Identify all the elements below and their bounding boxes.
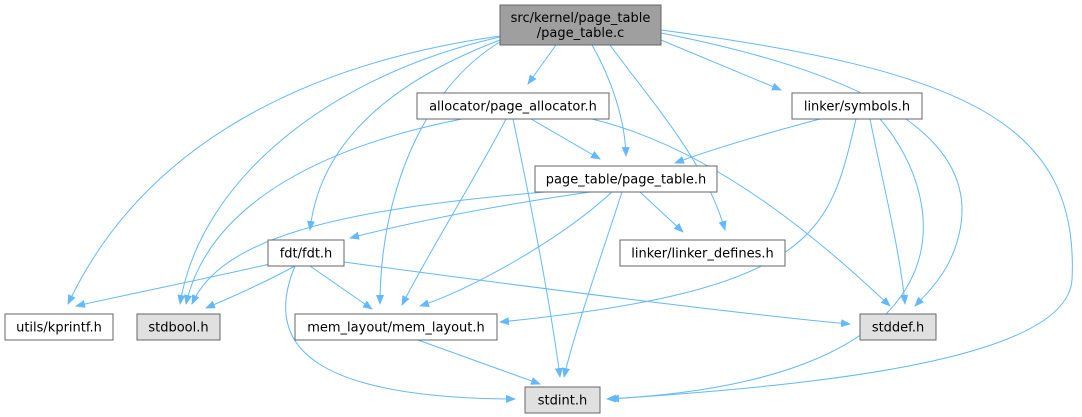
node-label: mem_layout/mem_layout.h (307, 321, 485, 336)
edge-page-allocator-to-stddef (591, 118, 891, 307)
edge-page-table-h-to-stdint (562, 191, 623, 378)
edge-root-to-page-allocator (527, 44, 557, 85)
node-label: fdt/fdt.h (280, 247, 333, 262)
node-root[interactable]: src/kernel/page_table/page_table.c (499, 4, 662, 46)
edge-page-table-h-to-linker-defines (639, 191, 684, 233)
node-label: linker/linker_defines.h (631, 247, 773, 262)
node-box (294, 313, 498, 341)
node-label: allocator/page_allocator.h (429, 100, 597, 115)
edge-root-to-fdt (307, 39, 501, 231)
edge-fdt-to-stddef (343, 261, 851, 328)
edge-fdt-to-kprintf (75, 263, 271, 308)
edge-page-allocator-to-page-table-h (530, 118, 601, 160)
edge-root-to-page-table-h (591, 44, 630, 157)
edge-page-table-h-to-stdbool (191, 191, 546, 305)
node-box (136, 313, 221, 341)
node-label: utils/kprintf.h (16, 321, 102, 336)
edge-root-to-symbols (660, 39, 782, 91)
node-symbols[interactable]: linker/symbols.h (791, 92, 923, 120)
edge-root-to-stdbool (177, 36, 501, 305)
edge-root-to-kprintf (67, 35, 501, 305)
edge-root-to-stddef (660, 32, 963, 307)
node-mem-layout[interactable]: mem_layout/mem_layout.h (294, 313, 498, 341)
edge-page-table-h-to-fdt (349, 191, 591, 240)
node-kprintf[interactable]: utils/kprintf.h (4, 313, 114, 341)
edge-symbols-to-stdint (606, 118, 924, 403)
node-box (524, 386, 601, 414)
edge-symbols-to-stddef (869, 118, 909, 305)
node-stdint: stdint.h (524, 386, 601, 414)
node-stddef: stddef.h (859, 313, 937, 341)
node-label: stdint.h (538, 394, 587, 409)
node-label: src/kernel/page_table (511, 11, 651, 26)
node-box (791, 92, 923, 120)
node-page-allocator[interactable]: allocator/page_allocator.h (416, 92, 610, 120)
node-label: stdbool.h (148, 321, 208, 336)
edges (67, 29, 1073, 403)
edge-mem-layout-to-stdint (417, 339, 541, 385)
edge-fdt-to-stdint (285, 265, 516, 403)
edge-page-allocator-to-stdint (512, 118, 563, 378)
edge-root-to-mem-layout (376, 41, 501, 305)
edge-page-allocator-to-mem-layout (401, 118, 507, 306)
node-label: page_table/page_table.h (546, 173, 707, 188)
edge-root-to-stdint (609, 29, 1073, 403)
node-box (859, 313, 937, 341)
node-box (416, 92, 610, 120)
nodes: src/kernel/page_table/page_table.calloca… (4, 4, 937, 414)
edge-fdt-to-stdbool (205, 265, 296, 309)
node-box (619, 239, 786, 267)
node-label: linker/symbols.h (804, 100, 910, 115)
node-box (499, 4, 662, 46)
node-linker-defines[interactable]: linker/linker_defines.h (619, 239, 786, 267)
node-fdt[interactable]: fdt/fdt.h (267, 239, 345, 267)
edge-symbols-to-page-table-h (674, 118, 821, 164)
edge-page-table-h-to-mem-layout (419, 191, 613, 308)
node-box (534, 165, 718, 193)
node-label: stddef.h (872, 321, 924, 336)
edge-fdt-to-mem-layout (309, 265, 373, 310)
node-page-table-h[interactable]: page_table/page_table.h (534, 165, 718, 193)
edge-root-to-linker-defines (609, 44, 727, 231)
node-label: /page_table.c (537, 26, 625, 41)
edge-page-allocator-to-stdbool (184, 118, 463, 305)
node-box (267, 239, 345, 267)
node-stdbool: stdbool.h (136, 313, 221, 341)
node-box (4, 313, 114, 341)
edge-symbols-to-mem-layout (499, 118, 857, 326)
